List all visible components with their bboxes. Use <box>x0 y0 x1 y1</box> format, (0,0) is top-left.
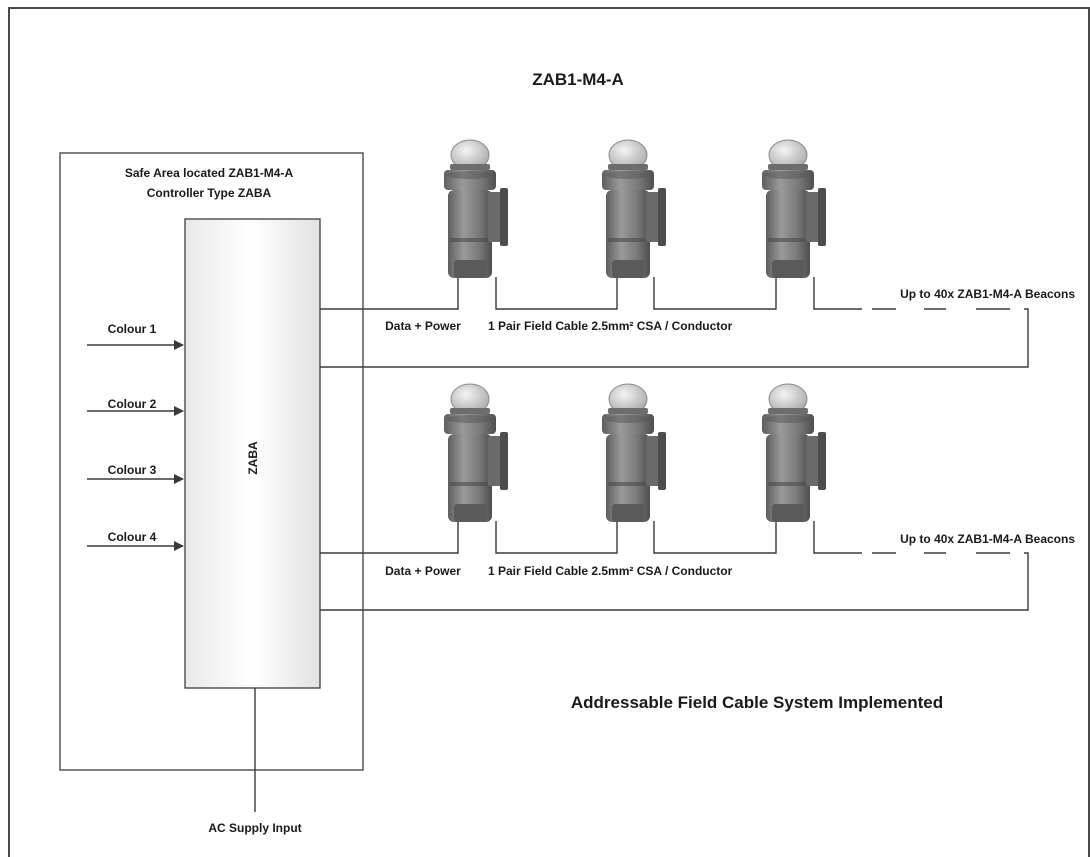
field-loop-2: Data + Power 1 Pair Field Cable 2.5mm² C… <box>320 383 1075 611</box>
zaba-controller <box>184 218 321 689</box>
beacon-icon <box>761 383 827 523</box>
beacon-icon <box>601 383 667 523</box>
input-colour-2: Colour 2 <box>87 397 184 416</box>
beacon-icon <box>443 383 509 523</box>
safe-area-enclosure <box>59 152 364 771</box>
diagram-title: ZAB1-M4-A <box>532 70 624 89</box>
system-caption: Addressable Field Cable System Implement… <box>571 693 943 712</box>
colour-3-label: Colour 3 <box>108 463 157 477</box>
loop-1-beacons-label: Up to 40x ZAB1-M4-A Beacons <box>900 287 1075 301</box>
loop-2-cable-label: 1 Pair Field Cable 2.5mm² CSA / Conducto… <box>488 564 733 578</box>
beacon-icon <box>443 139 509 279</box>
loop-2-beacons-label: Up to 40x ZAB1-M4-A Beacons <box>900 532 1075 546</box>
loop-2-data-label: Data + Power <box>385 564 461 578</box>
ac-supply-label: AC Supply Input <box>208 821 301 835</box>
zaba-label: ZABA <box>246 441 260 475</box>
colour-2-label: Colour 2 <box>108 397 157 411</box>
safe-area-heading-line1: Safe Area located ZAB1-M4-A <box>125 166 294 180</box>
outer-frame <box>8 7 1090 857</box>
field-loop-1: Data + Power 1 Pair Field Cable 2.5mm² C… <box>320 139 1075 368</box>
loop-1-data-label: Data + Power <box>385 319 461 333</box>
beacon-icon <box>761 139 827 279</box>
input-colour-4: Colour 4 <box>87 530 184 551</box>
colour-4-label: Colour 4 <box>108 530 157 544</box>
input-colour-1: Colour 1 <box>87 322 184 350</box>
loop-1-cable-label: 1 Pair Field Cable 2.5mm² CSA / Conducto… <box>488 319 733 333</box>
colour-1-label: Colour 1 <box>108 322 157 336</box>
input-colour-3: Colour 3 <box>87 463 184 484</box>
beacon-icon <box>601 139 667 279</box>
safe-area-heading-line2: Controller Type ZABA <box>147 186 272 200</box>
